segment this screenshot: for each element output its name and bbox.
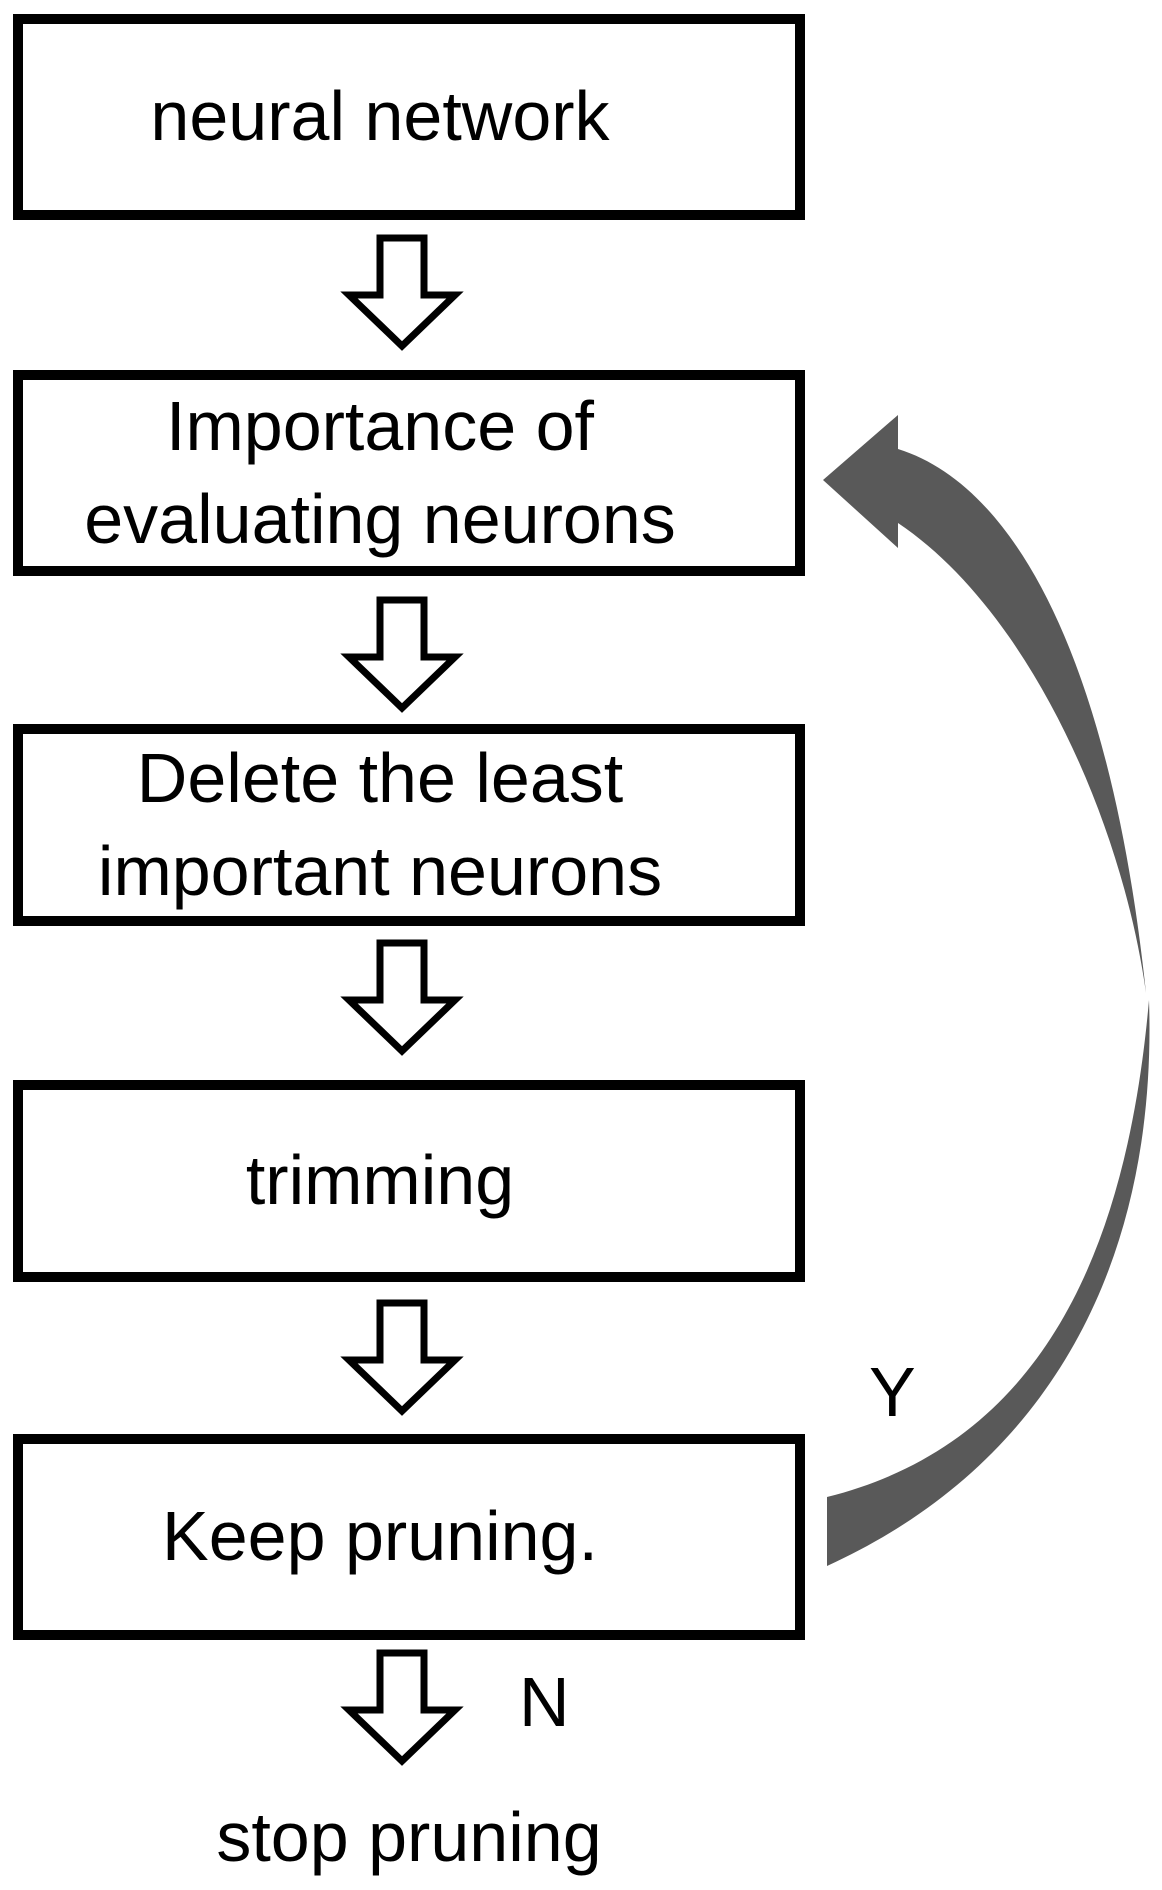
flow-box-importance-evaluating: Importance of evaluating neurons	[13, 370, 805, 576]
curved-left-arrow-icon	[823, 415, 1150, 1566]
branch-label-no: N	[519, 1663, 570, 1741]
flow-box-label: trimming	[245, 1141, 515, 1220]
branch-label-yes: Y	[869, 1353, 916, 1431]
flow-box-label: Delete the least important neurons	[97, 738, 663, 910]
flow-box-neural-network: neural network	[13, 14, 805, 220]
down-block-arrow-icon	[340, 1649, 464, 1766]
down-block-arrow-icon	[340, 939, 464, 1056]
flow-box-delete-least-important: Delete the least important neurons	[13, 724, 805, 926]
loop-arrow-head-and-upper-band	[823, 415, 1146, 993]
flow-box-label: neural network	[150, 77, 610, 156]
terminal-label-stop-pruning: stop pruning	[216, 1798, 602, 1876]
down-block-arrow-icon	[340, 234, 464, 351]
flow-box-label: Keep pruning.	[162, 1497, 598, 1576]
flow-box-label: Importance of evaluating neurons	[84, 386, 676, 558]
down-block-arrow-icon	[340, 1299, 464, 1416]
loop-arrow-lower-band	[827, 1000, 1150, 1566]
flow-box-keep-pruning: Keep pruning.	[13, 1434, 805, 1640]
down-block-arrow-icon	[340, 596, 464, 713]
flow-box-trimming: trimming	[13, 1080, 805, 1282]
